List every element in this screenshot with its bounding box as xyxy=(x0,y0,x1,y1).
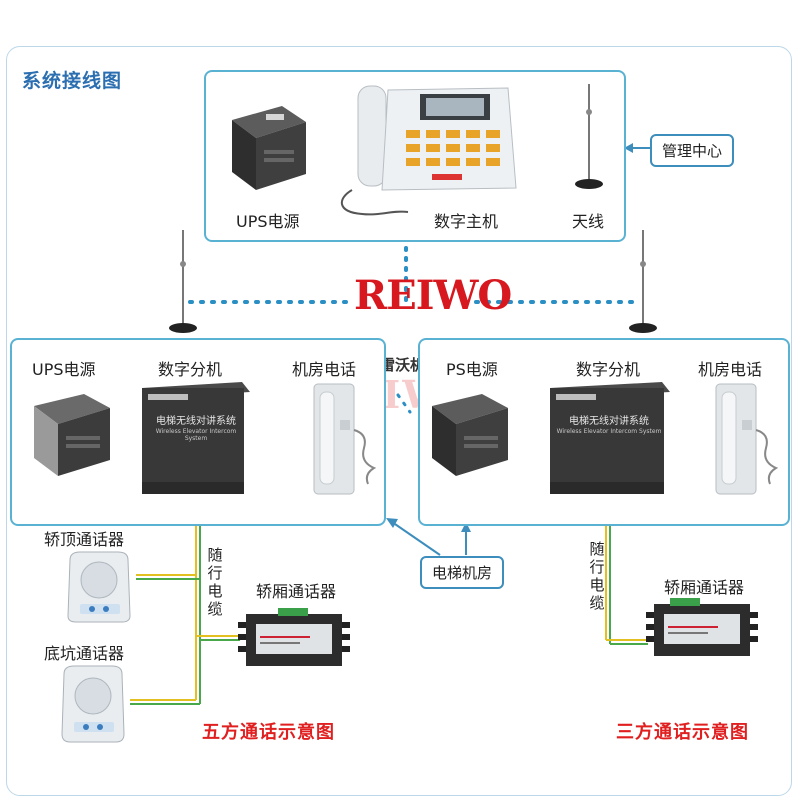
arrow-machine-room-right xyxy=(461,522,471,532)
arrow-management xyxy=(624,143,633,153)
ups-icon xyxy=(432,394,508,476)
arrow-machine-room-left xyxy=(386,518,398,528)
link-machine-room-left xyxy=(391,521,441,556)
room-phone-icon xyxy=(313,383,377,495)
left-ups-device xyxy=(26,388,114,480)
left-ext-unit-subtext: Wireless Elevator Intercom System xyxy=(155,428,237,442)
left-ext-device xyxy=(140,378,252,496)
ups-top-label: UPS电源 xyxy=(236,212,300,231)
antenna-left-device xyxy=(166,228,200,338)
right-phone-label: 机房电话 xyxy=(698,360,763,379)
brand-logo: REIWO xyxy=(354,272,512,319)
intercom-speaker-icon xyxy=(61,665,125,743)
right-ups-device xyxy=(424,388,512,480)
ups-icon xyxy=(34,394,110,476)
left-phone-label: 机房电话 xyxy=(292,360,357,379)
left-phone-device xyxy=(310,380,377,498)
digital-extension-icon xyxy=(142,382,250,494)
right-car-intercom-device xyxy=(646,598,758,660)
left-ext-label: 数字分机 xyxy=(158,360,223,379)
ups-top-device xyxy=(222,100,310,192)
pit-intercom-label: 底坑通话器 xyxy=(44,644,125,663)
ups-icon xyxy=(232,106,306,190)
car-intercom-box-icon xyxy=(238,608,350,666)
brand-logo-text: REIWO xyxy=(354,272,512,319)
top-intercom-label: 轿顶通话器 xyxy=(44,530,125,549)
intercom-speaker-icon xyxy=(67,551,131,623)
right-caption: 三方通话示意图 xyxy=(616,722,749,743)
digital-extension-icon xyxy=(550,382,670,494)
antenna-top-device xyxy=(572,82,606,192)
right-car-intercom-label: 轿厢通话器 xyxy=(664,578,745,597)
top-intercom-device xyxy=(62,550,136,624)
antenna-top-label: 天线 xyxy=(572,212,605,231)
right-ext-device xyxy=(548,378,674,496)
right-ext-label: 数字分机 xyxy=(576,360,641,379)
antenna-right-device xyxy=(626,228,660,338)
room-phone-icon xyxy=(715,383,779,495)
pit-intercom-device xyxy=(56,664,130,744)
right-ext-unit-text: 电梯无线对讲系统 xyxy=(569,416,649,427)
machine-room-callout: 电梯机房 xyxy=(420,556,505,589)
left-ups-label: UPS电源 xyxy=(32,360,96,379)
antenna-icon xyxy=(169,230,197,333)
right-ext-unit-subtext: Wireless Elevator Intercom System xyxy=(556,428,662,435)
right-cable-label: 随行电缆 xyxy=(589,540,605,612)
right-ups-label: PS电源 xyxy=(446,360,498,379)
digital-host-icon xyxy=(341,85,517,216)
left-car-intercom-device xyxy=(238,608,350,670)
right-phone-device xyxy=(712,380,779,498)
left-car-intercom-label: 轿厢通话器 xyxy=(256,582,337,601)
management-center-callout: 管理中心 xyxy=(650,134,735,167)
left-ext-unit-text: 电梯无线对讲系统 xyxy=(156,416,236,427)
antenna-icon xyxy=(575,84,603,189)
diagram-title: 系统接线图 xyxy=(22,70,123,92)
digital-host-device xyxy=(332,80,522,218)
car-intercom-box-icon xyxy=(646,598,758,656)
left-cable-label: 随行电缆 xyxy=(207,546,223,618)
wireless-link-center xyxy=(396,393,412,414)
digital-host-label: 数字主机 xyxy=(434,212,499,231)
antenna-icon xyxy=(629,230,657,333)
left-caption: 五方通话示意图 xyxy=(202,722,335,743)
diagram-frame xyxy=(6,46,792,796)
